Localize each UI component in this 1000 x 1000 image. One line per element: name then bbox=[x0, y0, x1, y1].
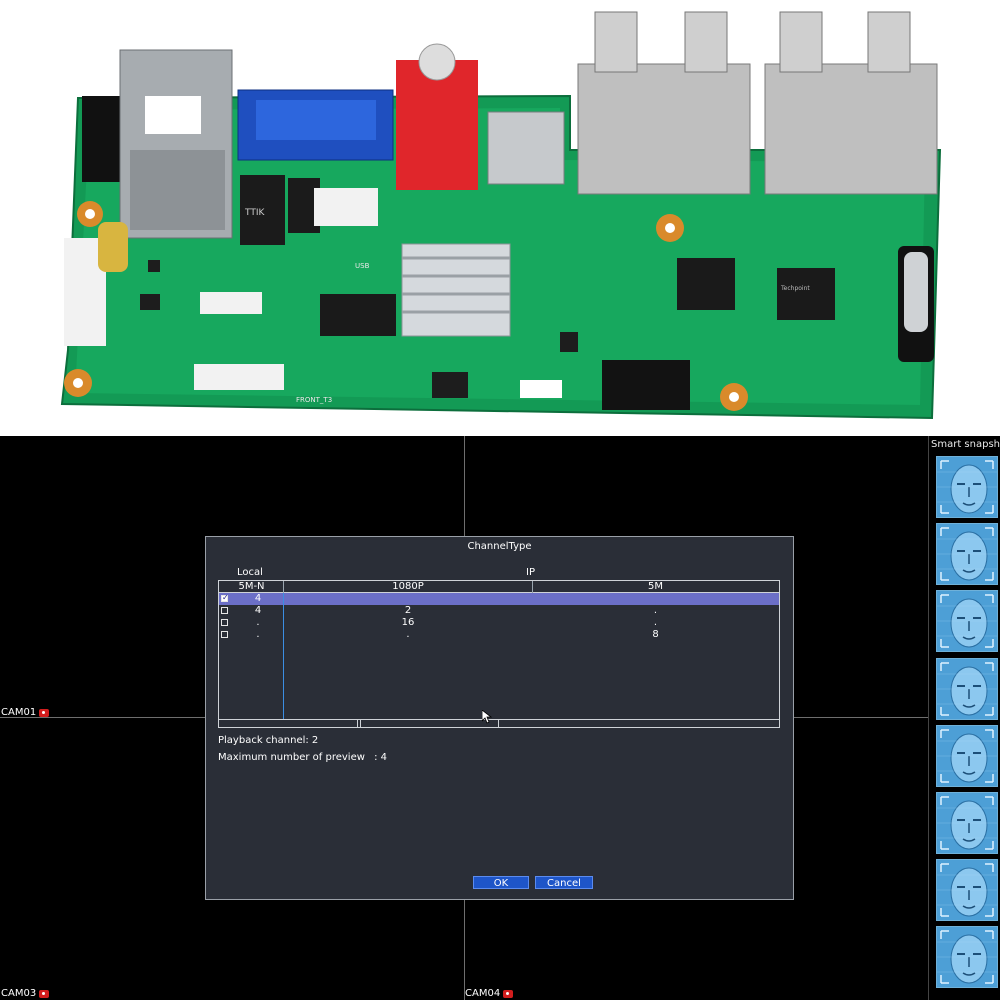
snapshot-thumbnail[interactable] bbox=[936, 725, 998, 787]
snapshot-thumbnail[interactable] bbox=[936, 456, 998, 518]
record-icon bbox=[39, 709, 50, 717]
column-header-5m-n: 5M-N bbox=[219, 581, 284, 593]
check-icon: ✓ bbox=[222, 593, 229, 602]
max-preview-row: Maximum number of preview : 4 bbox=[218, 752, 387, 763]
column-header-5m: 5M bbox=[532, 581, 779, 593]
chip-label-1: TTIK bbox=[244, 208, 265, 218]
record-icon bbox=[39, 990, 50, 998]
cam01-name: CAM01 bbox=[1, 707, 37, 718]
face-icon bbox=[937, 659, 997, 719]
snapshot-thumbnail[interactable] bbox=[936, 658, 998, 720]
snapshot-thumbnail[interactable] bbox=[936, 859, 998, 921]
face-icon bbox=[937, 524, 997, 584]
cell-1080p: . bbox=[406, 629, 410, 640]
smart-snapshot-title: Smart snapshc bbox=[931, 439, 1000, 450]
column-divider-line bbox=[283, 593, 284, 719]
checkbox[interactable] bbox=[221, 607, 228, 614]
cell-5m: 8 bbox=[652, 629, 659, 640]
cell-1080p: 2 bbox=[404, 605, 412, 616]
face-icon bbox=[937, 457, 997, 517]
max-preview-label: Maximum number of preview bbox=[218, 752, 365, 763]
cam04-label[interactable]: CAM04 bbox=[465, 988, 514, 1000]
cell-1080p: 16 bbox=[401, 617, 415, 628]
checkbox[interactable] bbox=[221, 619, 228, 626]
scrollbar-tick bbox=[360, 720, 361, 727]
cancel-button[interactable]: Cancel bbox=[535, 876, 593, 889]
table-row[interactable]: ✓4 bbox=[219, 593, 779, 605]
cell-5m-n: . bbox=[256, 617, 260, 628]
cam03-name: CAM03 bbox=[1, 988, 37, 999]
smart-snapshot-panel: Smart snapshc bbox=[928, 436, 1000, 1000]
cell-5m: . bbox=[653, 605, 658, 616]
cell-5m-n: . bbox=[256, 629, 260, 640]
max-preview-value: : 4 bbox=[374, 752, 388, 763]
cell-5m: . bbox=[653, 617, 658, 628]
column-header-1080p: 1080P bbox=[284, 581, 532, 593]
mouse-cursor-icon bbox=[482, 710, 492, 724]
face-icon bbox=[937, 860, 997, 920]
scrollbar-tick bbox=[498, 720, 499, 727]
group-label-local: Local bbox=[237, 567, 263, 578]
silkscreen-front: FRONT_T3 bbox=[296, 396, 332, 404]
cam01-label[interactable]: CAM01 bbox=[1, 707, 50, 719]
record-icon bbox=[503, 990, 514, 998]
table-row[interactable]: .. 8 bbox=[219, 629, 779, 641]
snapshot-thumbnail[interactable] bbox=[936, 523, 998, 585]
dvr-board-photo: TTIK Techpoint USB FRONT_T3 bbox=[0, 0, 1000, 436]
face-icon bbox=[937, 591, 997, 651]
column-divider bbox=[283, 581, 284, 593]
group-label-ip: IP bbox=[526, 567, 535, 578]
cam04-name: CAM04 bbox=[465, 988, 501, 999]
chip-label-2: Techpoint bbox=[780, 285, 810, 292]
cam03-label[interactable]: CAM03 bbox=[1, 988, 50, 1000]
face-icon bbox=[937, 927, 997, 987]
dialog-title: ChannelType bbox=[467, 541, 532, 552]
table-row[interactable]: . 16. bbox=[219, 617, 779, 629]
snapshot-thumbnail[interactable] bbox=[936, 792, 998, 854]
horizontal-scrollbar[interactable] bbox=[219, 719, 779, 727]
snapshot-thumbnail[interactable] bbox=[936, 926, 998, 988]
pcb-illustration: TTIK Techpoint USB FRONT_T3 bbox=[60, 11, 942, 420]
table-row[interactable]: 4 2. bbox=[219, 605, 779, 617]
playback-channel-text: Playback channel: 2 bbox=[218, 735, 319, 746]
checkbox[interactable] bbox=[221, 631, 228, 638]
silkscreen-usb: USB bbox=[355, 262, 370, 270]
dvr-screen: CAM01 CAM03 CAM04 Smart snapshc ChannelT… bbox=[0, 436, 1000, 1000]
snapshot-thumbnail[interactable] bbox=[936, 590, 998, 652]
face-icon bbox=[937, 726, 997, 786]
column-divider bbox=[532, 581, 533, 593]
face-icon bbox=[937, 793, 997, 853]
cell-5m-n: 4 bbox=[254, 605, 262, 616]
scrollbar-tick bbox=[357, 720, 358, 727]
cell-5m-n: 4 bbox=[254, 593, 262, 604]
checkbox-checked[interactable]: ✓ bbox=[221, 593, 229, 602]
ok-button[interactable]: OK bbox=[473, 876, 529, 889]
